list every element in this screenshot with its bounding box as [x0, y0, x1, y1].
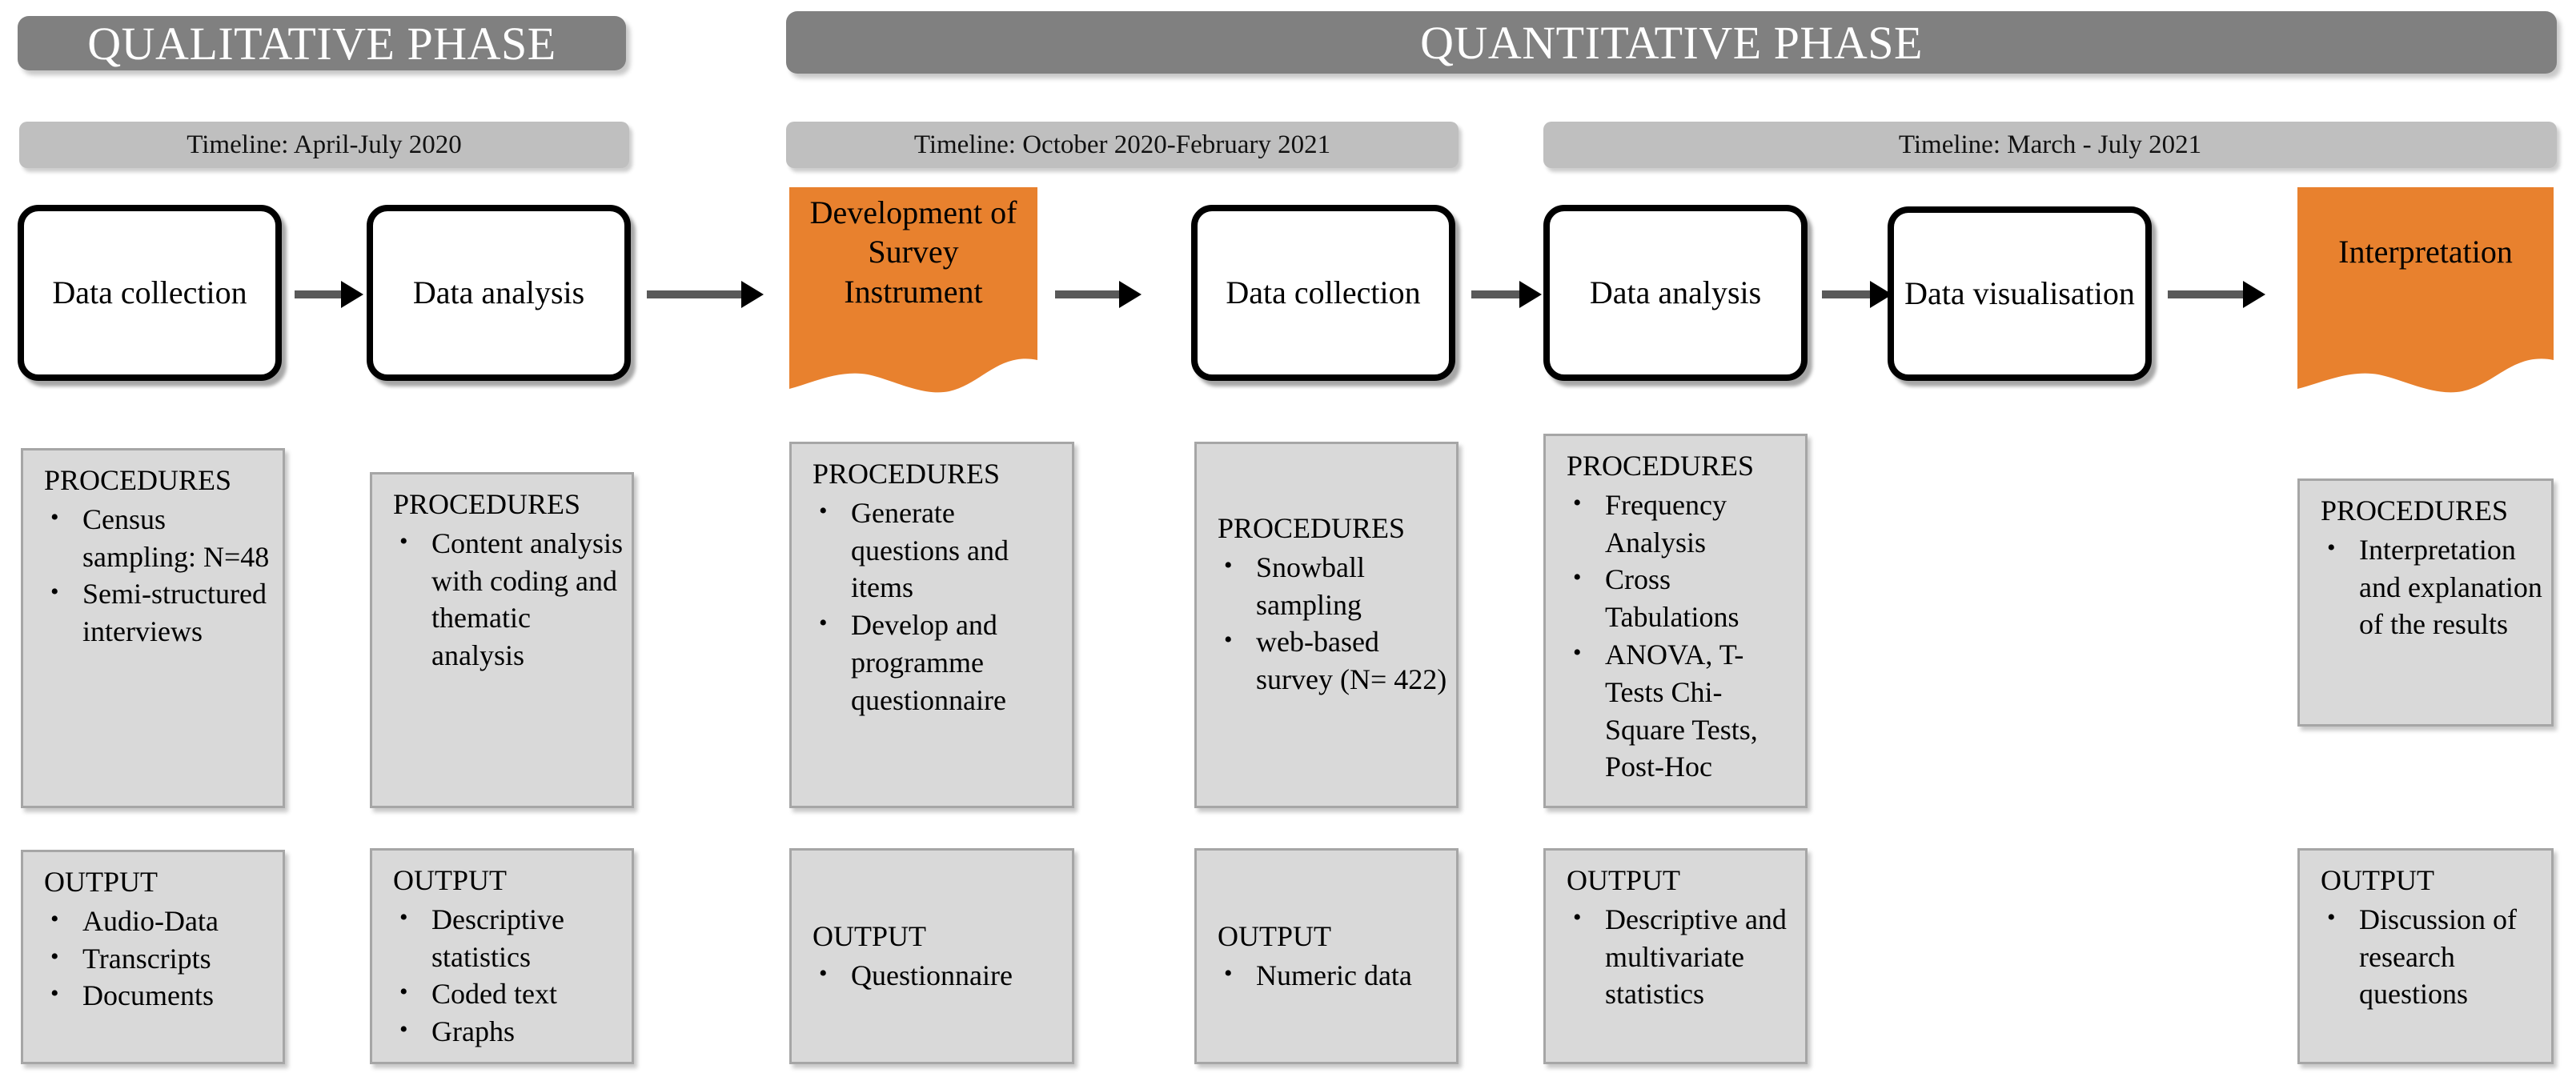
arrow-quant-analysis-to-visualisation	[1822, 281, 1892, 308]
procedures-heading: PROCEDURES	[1218, 512, 1406, 544]
output-list: Descriptive and multivariate statistics	[1560, 901, 1797, 1013]
procedures-box-quant-data-analysis: PROCEDURES Frequency Analysis Cross Tabu…	[1543, 434, 1808, 808]
output-list: Discussion of research questions	[2314, 901, 2543, 1013]
procedures-list: Content analysis with coding and themati…	[387, 525, 624, 675]
list-item: Documents	[50, 977, 275, 1015]
timeline-label-quantitative-2: Timeline: March - July 2021	[1898, 130, 2202, 159]
list-item: Coded text	[399, 975, 624, 1013]
process-box-quant-data-collection[interactable]: Data collection	[1191, 205, 1455, 381]
timeline-label-quantitative-1: Timeline: October 2020-February 2021	[913, 130, 1331, 159]
process-box-label: Data analysis	[412, 274, 585, 311]
arrow-qual-collection-to-analysis	[295, 281, 363, 308]
output-heading: OUTPUT	[393, 864, 507, 896]
process-box-qual-data-collection[interactable]: Data collection	[18, 205, 282, 381]
procedures-list: Frequency Analysis Cross Tabulations ANO…	[1560, 486, 1797, 786]
procedures-box-qual-data-analysis: PROCEDURES Content analysis with coding …	[370, 472, 634, 808]
list-item: Snowball sampling	[1224, 549, 1448, 624]
list-item: Frequency Analysis	[1573, 486, 1797, 562]
phase-banner-qualitative-label: QUALITATIVE PHASE	[87, 17, 556, 70]
procedures-box-interpretation: PROCEDURES Interpretation and explanatio…	[2297, 478, 2554, 727]
procedures-heading: PROCEDURES	[2321, 494, 2509, 526]
phase-banner-quantitative-label: QUANTITATIVE PHASE	[1420, 16, 1923, 69]
output-heading: OUTPUT	[813, 920, 926, 952]
list-item: Questionnaire	[819, 957, 1064, 995]
list-item: Descriptive and multivariate statistics	[1573, 901, 1797, 1013]
output-list: Questionnaire	[806, 957, 1064, 995]
list-item: Audio-Data	[50, 903, 275, 940]
list-item: Descriptive statistics	[399, 901, 624, 976]
list-item: Cross Tabulations	[1573, 561, 1797, 636]
output-box-quant-data-collection: OUTPUT Numeric data	[1194, 848, 1459, 1064]
process-box-interpretation[interactable]: Interpretation	[2297, 187, 2554, 395]
list-item: Generate questions and items	[819, 494, 1064, 607]
process-box-label: Development of Survey Instrument	[809, 194, 1017, 310]
timeline-bar-quantitative-2: Timeline: March - July 2021	[1543, 122, 2557, 168]
output-heading: OUTPUT	[1567, 864, 1680, 896]
process-box-data-visualisation[interactable]: Data visualisation	[1888, 206, 2152, 381]
list-item: Census sampling: N=48	[50, 501, 275, 576]
procedures-box-survey-development: PROCEDURES Generate questions and items …	[789, 442, 1074, 808]
process-box-label: Data analysis	[1589, 274, 1762, 311]
arrow-survey-to-quant-collection	[1055, 281, 1142, 308]
list-item: Interpretation and explanation of the re…	[2327, 531, 2543, 643]
list-item: Numeric data	[1224, 957, 1448, 995]
list-item: Content analysis with coding and themati…	[399, 525, 624, 675]
procedures-list: Interpretation and explanation of the re…	[2314, 531, 2543, 643]
procedures-box-quant-data-collection: PROCEDURES Snowball sampling web-based s…	[1194, 442, 1459, 808]
list-item: Develop and programme questionnaire	[819, 607, 1064, 719]
list-item: Semi-structured interviews	[50, 575, 275, 651]
procedures-heading: PROCEDURES	[44, 464, 232, 496]
output-list: Descriptive statistics Coded text Graphs	[387, 901, 624, 1051]
phase-banner-qualitative: QUALITATIVE PHASE	[18, 16, 626, 70]
list-item: Transcripts	[50, 940, 275, 978]
phase-banner-quantitative: QUANTITATIVE PHASE	[786, 11, 2557, 74]
list-item: Discussion of research questions	[2327, 901, 2543, 1013]
process-box-label: Data collection	[52, 274, 247, 311]
output-heading: OUTPUT	[2321, 864, 2434, 896]
procedures-list: Census sampling: N=48 Semi-structured in…	[38, 501, 275, 651]
procedures-list: Generate questions and items Develop and…	[806, 494, 1064, 719]
list-item: Graphs	[399, 1013, 624, 1051]
process-box-label: Interpretation	[2338, 234, 2513, 270]
procedures-box-qual-data-collection: PROCEDURES Census sampling: N=48 Semi-st…	[21, 448, 285, 808]
output-heading: OUTPUT	[44, 866, 158, 898]
timeline-label-qualitative: Timeline: April-July 2020	[187, 130, 462, 159]
process-box-survey-development[interactable]: Development of Survey Instrument	[789, 187, 1037, 395]
process-box-qual-data-analysis[interactable]: Data analysis	[367, 205, 631, 381]
output-heading: OUTPUT	[1218, 920, 1331, 952]
output-box-interpretation: OUTPUT Discussion of research questions	[2297, 848, 2554, 1064]
output-box-qual-data-analysis: OUTPUT Descriptive statistics Coded text…	[370, 848, 634, 1064]
timeline-bar-qualitative: Timeline: April-July 2020	[19, 122, 629, 168]
process-box-label: Data collection	[1226, 274, 1421, 311]
procedures-heading: PROCEDURES	[813, 458, 1001, 490]
process-box-label: Data visualisation	[1904, 275, 2135, 312]
arrow-visualisation-to-interpretation	[2168, 281, 2265, 308]
procedures-heading: PROCEDURES	[393, 488, 581, 520]
procedures-heading: PROCEDURES	[1567, 450, 1755, 482]
output-box-qual-data-collection: OUTPUT Audio-Data Transcripts Documents	[21, 850, 285, 1064]
output-box-quant-data-analysis: OUTPUT Descriptive and multivariate stat…	[1543, 848, 1808, 1064]
timeline-bar-quantitative-1: Timeline: October 2020-February 2021	[786, 122, 1459, 168]
arrow-qual-analysis-to-survey	[647, 281, 764, 308]
list-item: web-based survey (N= 422)	[1224, 623, 1448, 699]
document-shape-icon	[2297, 187, 2554, 393]
arrow-quant-collection-to-analysis	[1471, 281, 1542, 308]
output-list: Numeric data	[1211, 957, 1448, 995]
output-list: Audio-Data Transcripts Documents	[38, 903, 275, 1015]
list-item: ANOVA, T-Tests Chi-Square Tests, Post-Ho…	[1573, 636, 1797, 786]
procedures-list: Snowball sampling web-based survey (N= 4…	[1211, 549, 1448, 699]
output-box-survey-development: OUTPUT Questionnaire	[789, 848, 1074, 1064]
process-box-quant-data-analysis[interactable]: Data analysis	[1543, 205, 1808, 381]
document-shape-icon	[789, 187, 1037, 393]
